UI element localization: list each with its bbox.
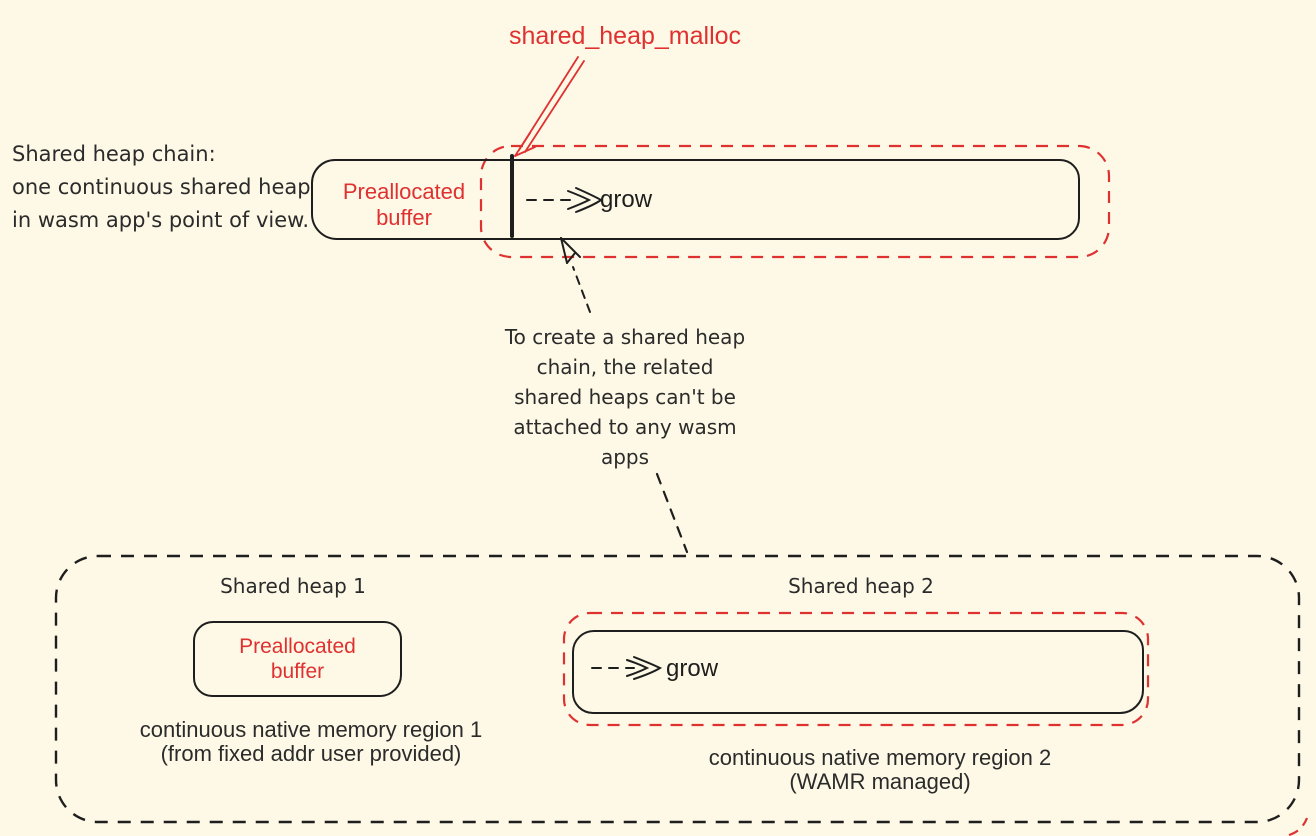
- prealloc-line: buffer: [270, 660, 325, 683]
- heap2-title: Shared heap 2: [788, 574, 934, 598]
- prealloc-line: Preallocated: [342, 179, 466, 204]
- prealloc-line: buffer: [376, 205, 432, 230]
- chain-preallocated-buffer-label: Preallocated buffer: [329, 179, 479, 231]
- note-line: To create a shared heap: [504, 325, 746, 349]
- heap1-preallocated-buffer-box: Preallocated buffer: [193, 621, 402, 697]
- edge-red-dash-fragment: [1288, 817, 1309, 836]
- note-line: attached to any wasm: [513, 415, 737, 439]
- note-line: Shared heap chain:: [12, 142, 216, 166]
- attach-constraint-note: To create a shared heap chain, the relat…: [495, 322, 755, 472]
- heap2-memory-box: [572, 630, 1144, 714]
- note-line: chain, the related: [536, 355, 714, 379]
- note-to-group-connector: [655, 472, 689, 554]
- heap1-buffer-label: Preallocated buffer: [239, 634, 356, 684]
- grow-label-chain: grow: [600, 186, 653, 213]
- note-line: shared heaps can't be: [514, 385, 736, 409]
- heap1-caption: continuous native memory region 1 (from …: [96, 718, 526, 766]
- caption-line: (from fixed addr user provided): [160, 741, 462, 766]
- note-line: one continuous shared heap: [12, 175, 311, 199]
- prealloc-line: Preallocated: [239, 635, 356, 658]
- shared-heap-chain-box: [311, 159, 1080, 240]
- caption-line: continuous native memory region 1: [139, 717, 483, 742]
- note-line: apps: [600, 445, 650, 469]
- heap1-title: Shared heap 1: [220, 574, 366, 598]
- malloc-arrow: [514, 56, 585, 157]
- grow-label-heap2: grow: [666, 655, 719, 682]
- malloc-label: shared_heap_malloc: [508, 22, 742, 50]
- note-line: in wasm app's point of view.: [12, 208, 310, 232]
- caption-line: (WAMR managed): [789, 769, 971, 794]
- attach-pointer-arrow: [560, 237, 591, 313]
- chain-description-note: Shared heap chain: one continuous shared…: [12, 138, 322, 237]
- heap2-caption: continuous native memory region 2 (WAMR …: [665, 746, 1095, 794]
- caption-line: continuous native memory region 2: [708, 745, 1052, 770]
- malloc-position-tick: [510, 154, 514, 238]
